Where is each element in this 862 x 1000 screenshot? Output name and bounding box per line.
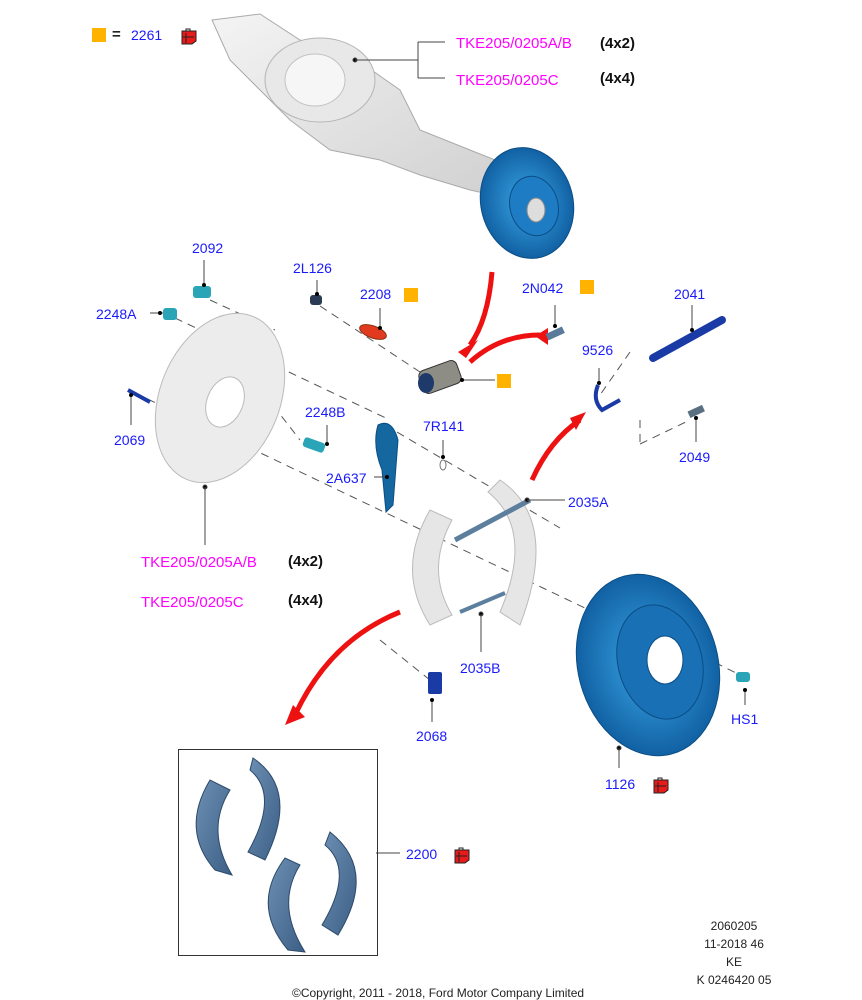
part-2L126-cap[interactable] <box>310 280 322 305</box>
flow-arrows <box>292 271 582 717</box>
part-9526-lever[interactable] <box>593 368 621 413</box>
arrow-to-kit <box>292 609 401 717</box>
leader-axle <box>352 41 445 79</box>
variant-top-1: (4x2) <box>600 35 636 52</box>
illustration-ref: K 0246420 05 <box>696 973 772 987</box>
note-square-icon <box>92 28 106 42</box>
part-label-2092[interactable]: 2092 <box>192 240 224 256</box>
part-HS1-screw[interactable] <box>736 672 750 705</box>
arrow-to-9526 <box>529 417 582 482</box>
part-label-1126[interactable]: 1126 <box>605 776 636 792</box>
parts-kit-icon[interactable] <box>652 776 670 794</box>
part-label-2049[interactable]: 2049 <box>679 449 711 465</box>
note-square-icon <box>497 374 511 388</box>
illustration-number: 2060205 <box>710 919 758 933</box>
part-2N042-adjuster[interactable] <box>545 305 565 341</box>
axle-drum[interactable] <box>468 137 586 269</box>
ref-code-top-2[interactable]: TKE205/0205C <box>456 72 559 89</box>
part-label-2A637[interactable]: 2A637 <box>326 470 367 486</box>
part-label-9526[interactable]: 9526 <box>582 342 614 358</box>
brake-shoe-kit-box <box>178 749 378 956</box>
legend-equals: = <box>112 26 121 43</box>
variant-mid-2: (4x4) <box>288 592 324 609</box>
part-label-2069[interactable]: 2069 <box>114 432 146 448</box>
part-2069-pin[interactable] <box>127 388 151 425</box>
note-square-icon <box>404 288 418 302</box>
part-label-7R141[interactable]: 7R141 <box>423 418 465 434</box>
brake-shoe-assembly[interactable] <box>412 479 537 626</box>
leader-2035A <box>524 497 565 503</box>
illustration-code: KE <box>725 955 742 969</box>
part-2092-bleed-screw[interactable] <box>193 260 211 298</box>
brake-drum-1126[interactable] <box>557 558 740 772</box>
part-label-2N042[interactable]: 2N042 <box>522 280 564 296</box>
parts-kit-icon[interactable] <box>453 846 471 864</box>
backing-plate[interactable] <box>131 294 308 502</box>
part-2041-parking-cable[interactable] <box>649 305 726 362</box>
part-label-2041[interactable]: 2041 <box>674 286 706 302</box>
part-2248B-bolt[interactable] <box>302 425 329 453</box>
arrow-down-to-cylinder <box>467 271 495 347</box>
parts-kit-icon[interactable] <box>180 27 198 45</box>
leader-2035B <box>478 611 484 652</box>
leader-1126 <box>616 745 622 768</box>
illustration-date: 11-2018 46 <box>704 937 764 951</box>
part-label-2035B[interactable]: 2035B <box>460 660 501 676</box>
legend-part-2261[interactable]: 2261 <box>131 27 163 43</box>
part-2208-cylinder-kit[interactable] <box>358 308 388 342</box>
part-7R141-clip[interactable] <box>439 440 447 471</box>
part-label-2035A[interactable]: 2035A <box>568 494 609 510</box>
part-label-2L126[interactable]: 2L126 <box>293 260 332 276</box>
part-label-2068[interactable]: 2068 <box>416 728 448 744</box>
copyright-notice: ©Copyright, 2011 - 2018, Ford Motor Comp… <box>292 986 585 1000</box>
arrowhead <box>458 340 478 358</box>
part-2A637-lever[interactable] <box>374 422 399 514</box>
variant-top-2: (4x4) <box>600 70 636 87</box>
arrowhead <box>570 412 586 430</box>
part-label-2200[interactable]: 2200 <box>406 846 438 862</box>
ref-code-top-1[interactable]: TKE205/0205A/B <box>456 35 572 52</box>
leader-backing-plate <box>202 484 208 545</box>
arrowhead <box>285 705 305 725</box>
ref-code-mid-1[interactable]: TKE205/0205A/B <box>141 554 257 571</box>
note-square-icon <box>580 280 594 294</box>
part-label-2248A[interactable]: 2248A <box>96 306 137 322</box>
arrowhead <box>535 328 548 345</box>
axle-housing[interactable] <box>211 13 521 201</box>
part-label-2208[interactable]: 2208 <box>360 286 392 302</box>
variant-mid-1: (4x2) <box>288 553 324 570</box>
part-2248A-bolt[interactable] <box>150 308 177 320</box>
brake-shoe-kit-image[interactable] <box>195 757 357 953</box>
part-2049-spring[interactable] <box>687 404 705 442</box>
part-label-2248B[interactable]: 2248B <box>305 404 346 420</box>
part-wheel-cylinder[interactable] <box>417 359 495 395</box>
part-label-HS1[interactable]: HS1 <box>731 711 759 727</box>
arrow-cylinder-to-2n042 <box>468 332 541 364</box>
part-2068-bracket[interactable] <box>428 672 442 722</box>
ref-code-mid-2[interactable]: TKE205/0205C <box>141 594 244 611</box>
